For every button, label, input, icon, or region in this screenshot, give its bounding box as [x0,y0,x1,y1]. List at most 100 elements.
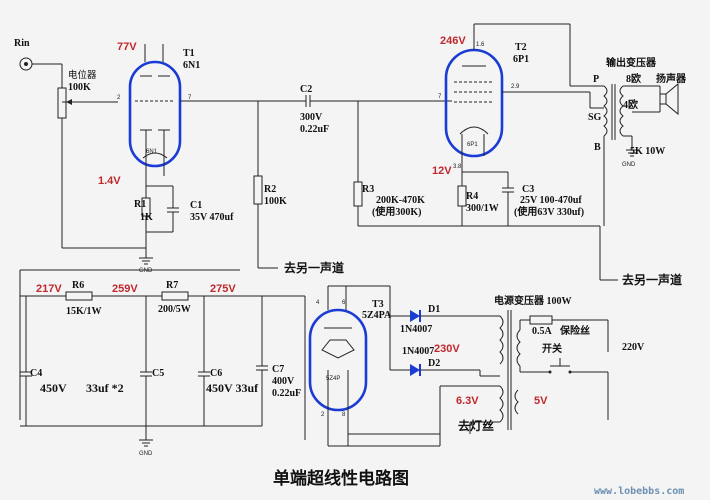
t3-pin-b: 6 [342,300,346,306]
t2-plate-voltage: 246V [440,35,466,47]
r1-ref: R1 [134,199,146,210]
c2-value: 300V [300,112,323,123]
to-other-channel-2: 去另一声道 [622,272,682,287]
t1-inner-label: 6N1 [146,149,158,155]
t2-plate-pin: 1.6 [476,42,485,48]
rail-275v: 275V [210,283,236,295]
c2-ref: C2 [300,84,312,95]
tube-t2 [444,23,570,172]
tube-t1 [128,44,182,186]
t3-pin-a: 4 [316,300,320,306]
t2-screen-pin: 2.9 [511,84,520,90]
r2-ref: R2 [264,184,276,195]
c1-value: 35V 470uf [190,212,234,223]
t3-inner-label: 5Z4P [326,376,340,382]
switch-label: 开关 [542,342,562,355]
ot-spec: 5K 10W [630,146,665,157]
fuse-name: 保险丝 [559,324,590,337]
r2-value: 100K [264,196,287,207]
d1-value: 1N4007 [400,324,432,335]
resistor-r4 [457,172,467,226]
c5-value: 33uf *2 [86,381,124,395]
output-transformer [569,24,661,226]
capacitor-c6 [198,296,210,426]
tube-t3 [308,285,440,447]
d2-value: 1N4007 [402,346,434,357]
rail-259v: 259V [112,283,138,295]
c1-ref: C1 [190,200,202,211]
c6-value: 450V 33uf [206,381,259,395]
ot-b-label: B [594,142,601,153]
c3-value: 25V 100-470uf [520,195,582,206]
c4-value: 450V [40,381,67,395]
c3-ref: C3 [522,184,534,195]
fuse [529,315,609,352]
t3-pin-c: 2 [321,412,325,418]
d1-ref: D1 [428,304,440,315]
r7-value: 200/5W [158,304,191,315]
c7-ref: C7 [272,364,284,375]
speaker-icon [659,82,679,116]
power-transformer [439,310,530,446]
watermark: www.lobebbs.com [594,486,684,497]
resistor-r3 [353,101,363,226]
capacitor-c5 [140,296,152,440]
fuse-value: 0.5A [532,326,553,337]
t2-grid-pin: 7 [438,94,442,100]
ot-p-label: P [593,74,599,85]
speaker-label: 扬声器 [656,72,687,85]
r1-value: 1K [140,212,153,223]
pot-name: 电位器 [68,69,97,81]
gnd-label-2: GND [139,451,153,457]
c7-value2: 0.22uF [272,388,301,399]
t1-ref: T1 [183,48,195,59]
gnd-label-1: GND [139,268,153,274]
r4-value: 300/1W [466,203,499,214]
c2-value2: 0.22uF [300,124,329,135]
t1-plate-voltage: 77V [117,41,137,53]
r7-ref: R7 [166,280,178,291]
ot-4ohm: 4欧 [623,98,638,111]
pot-value: 100K [68,82,91,93]
power-switch [519,358,609,420]
capacitor-c2 [258,95,452,107]
input-jack [19,57,62,71]
capacitor-c4 [20,296,32,426]
t1-cathode-voltage: 1.4V [98,175,121,187]
diode-d2 [390,364,480,376]
to-other-channel-1: 去另一声道 [284,260,344,275]
t2-type: 6P1 [513,54,529,65]
t2-ref: T2 [515,42,527,53]
r6-value: 15K/1W [66,306,102,317]
pt-heater-label: 去灯丝 [458,418,494,433]
r3-value2: (使用300K) [372,205,421,218]
gnd-label-ot: GND [622,162,636,168]
r6-ref: R6 [72,280,84,291]
diagram-title: 单端超线性电路图 [273,468,409,489]
r4-ref: R4 [466,191,478,202]
output-transformer-name: 输出变压器 [606,56,657,69]
mains-voltage: 220V [622,342,645,353]
rail-217v: 217V [36,283,62,295]
t3-pin-d: 8 [342,412,346,418]
c3-value2: (使用63V 330uf) [514,205,584,218]
pt-230v: 230V [434,343,460,355]
c7-value: 400V [272,376,295,387]
t3-type: 5Z4PA [362,310,392,321]
capacitor-c7 [256,296,268,426]
ot-sg-label: SG [588,112,602,123]
c4-ref: C4 [30,368,42,379]
t2-cathode-voltage: 12V [432,165,452,177]
c5-ref: C5 [152,368,164,379]
potentiometer [57,64,118,248]
t1-plate-pin: 7 [188,95,192,101]
input-label: Rin [14,38,30,49]
d2-ref: D2 [428,358,440,369]
gnd-symbol-1 [139,257,153,265]
resistor-r6 [65,291,93,301]
resistor-r1 [141,185,173,232]
resistor-r7 [161,291,189,301]
diode-d1 [389,286,480,370]
